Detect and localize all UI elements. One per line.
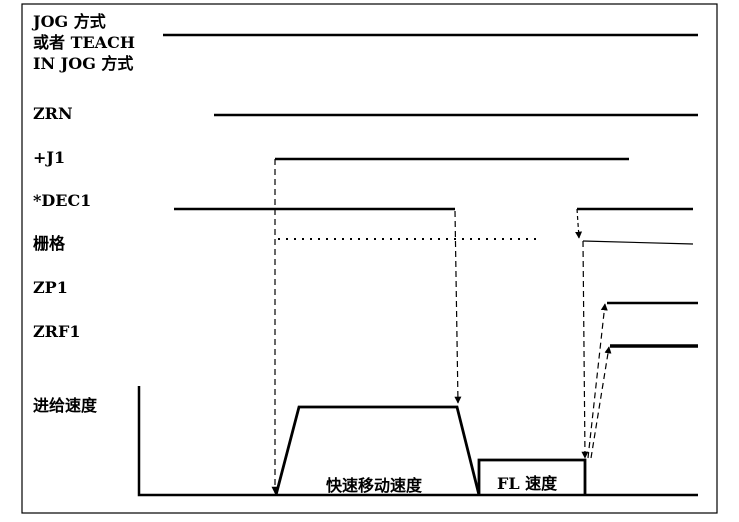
label-rapid-speed: 快速移动速度 <box>326 476 423 495</box>
grid-to-fl-stop-arrow <box>581 240 589 459</box>
label-fl-speed: FL 速度 <box>497 474 558 493</box>
stop-to-zp1-arrow <box>587 303 608 459</box>
stop-to-zrf1-arrow <box>590 346 612 459</box>
label-j1: +J1 <box>33 148 66 167</box>
label-feed-speed: 进给速度 <box>33 396 98 415</box>
rapid-speed-profile <box>274 405 481 496</box>
diagram-frame <box>21 3 718 514</box>
label-zrn: ZRN <box>33 104 73 123</box>
label-zrf1: ZRF1 <box>33 322 81 341</box>
label-zp1: ZP1 <box>33 278 68 297</box>
label-jog-mode-line-2: 或者 TEACH <box>33 33 135 52</box>
grid-signal-line <box>582 240 694 245</box>
fl-speed-profile <box>477 458 587 495</box>
label-jog-mode-line-3: IN JOG 方式 <box>33 54 134 73</box>
feed-speed-axis <box>137 386 698 497</box>
dec1-to-decel-arrow <box>454 210 462 404</box>
label-jog-mode-line-1: JOG 方式 <box>33 12 106 31</box>
label-dec1: *DEC1 <box>33 191 92 210</box>
label-grid: 栅格 <box>33 234 66 253</box>
dec1-to-grid-arrow <box>575 208 583 239</box>
label-jog-mode: JOG 方式 或者 TEACH IN JOG 方式 <box>33 11 163 74</box>
